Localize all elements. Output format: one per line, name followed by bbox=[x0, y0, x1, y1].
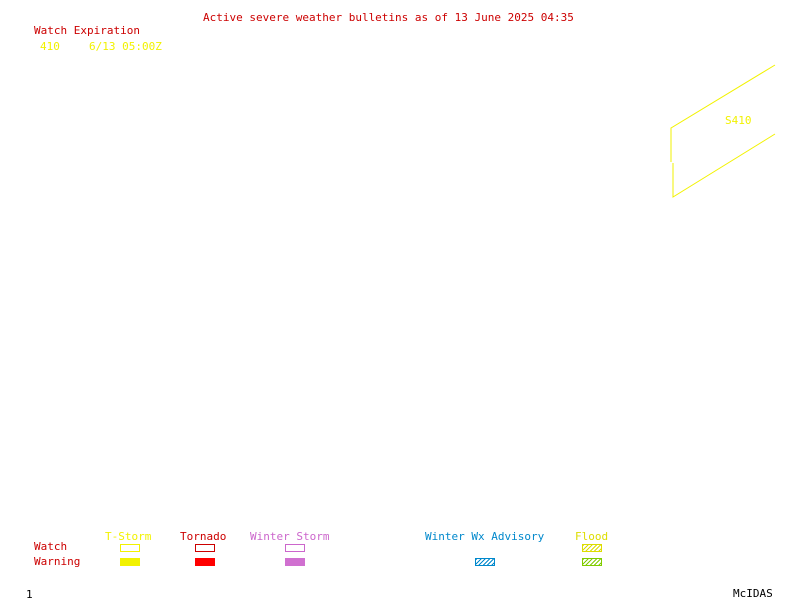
legend-tornado-label: Tornado bbox=[180, 530, 227, 543]
legend-flood-warning-swatch bbox=[582, 558, 602, 566]
legend-tornado-warning-swatch bbox=[195, 558, 215, 566]
legend-tornado-watch-swatch bbox=[195, 544, 215, 552]
legend-row-watch-label: Watch bbox=[34, 540, 68, 553]
legend-flood-label: Flood bbox=[575, 530, 609, 543]
legend-tstorm-warning-swatch bbox=[120, 558, 140, 566]
legend-row-warning-label: Warning bbox=[34, 555, 81, 568]
legend-winter-wx-advisory-warning-swatch bbox=[475, 558, 495, 566]
watch-polygon-outline-lower bbox=[672, 133, 776, 198]
watch-polygon-outline bbox=[670, 64, 776, 162]
watch-expiration-time: 6/13 05:00Z bbox=[89, 40, 162, 53]
legend-winter-storm-watch-swatch bbox=[285, 544, 305, 552]
legend-tstorm-watch-swatch bbox=[120, 544, 140, 552]
legend-winter-storm-label: Winter Storm bbox=[250, 530, 330, 543]
legend-winter-storm-warning-swatch bbox=[285, 558, 305, 566]
bulletin-title: Active severe weather bulletins as of 13… bbox=[203, 11, 574, 24]
legend-flood-watch-swatch bbox=[582, 544, 602, 552]
legend-tstorm-label: T-Storm bbox=[105, 530, 152, 543]
mcidas-label: McIDAS bbox=[733, 587, 773, 600]
legend-winter-wx-advisory-label: Winter Wx Advisory bbox=[425, 530, 545, 543]
watch-expiration-id: 410 bbox=[40, 40, 60, 53]
watch-polygon-label: S410 bbox=[725, 114, 752, 127]
frame-number: 1 bbox=[26, 588, 33, 601]
watch-expiration-heading: Watch Expiration bbox=[34, 24, 140, 37]
